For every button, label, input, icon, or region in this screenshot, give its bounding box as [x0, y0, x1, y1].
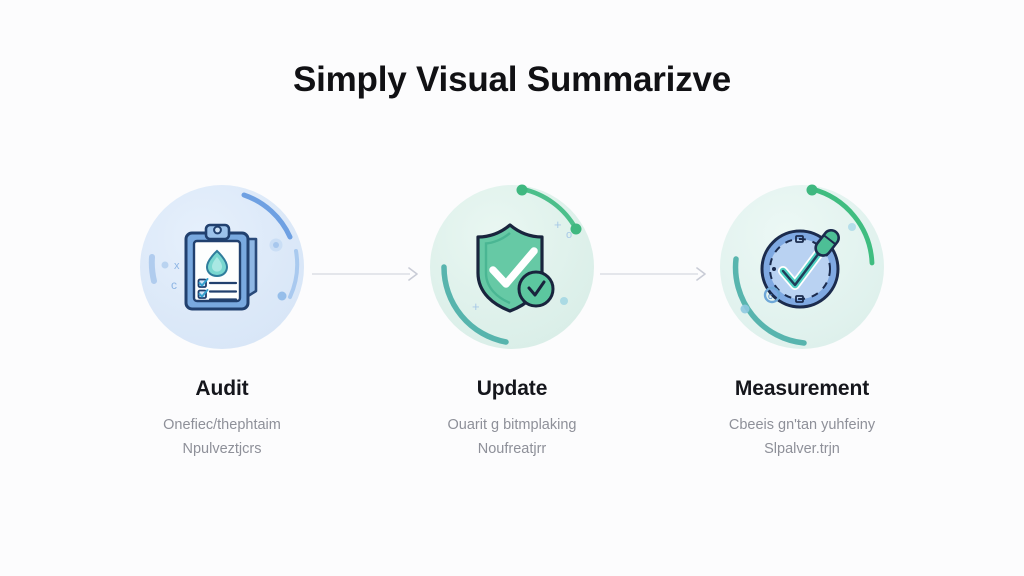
clipboard-checklist-icon	[170, 215, 274, 319]
svg-text:x: x	[174, 260, 180, 272]
step-update-badge: + o +	[430, 184, 594, 349]
step-measurement-desc-line1: Cbeeis gn'tan yuhfeiny	[728, 417, 876, 433]
step-audit[interactable]: x c	[77, 185, 367, 462]
gauge-check-icon: c	[750, 215, 854, 319]
page-title: Simply Visual Summarizve	[292, 60, 732, 99]
process-steps: x c	[0, 184, 1024, 485]
svg-text:c: c	[171, 278, 177, 292]
step-audit-description: Onefiec/thephtaim Npulveztjcrs	[97, 414, 347, 462]
step-measurement-description: Cbeeis gn'tan yuhfeiny Slpalver.trjn	[677, 414, 927, 462]
step-update-description: Ouarit g bitmplaking Noufreatjrr	[387, 414, 637, 462]
step-update[interactable]: + o + Update	[367, 184, 657, 462]
step-measurement-desc-line2: Slpalver.trjn	[764, 440, 840, 457]
step-update-title: Update	[476, 377, 548, 400]
step-measurement-title: Measurement	[734, 377, 870, 400]
decorative-arcs: x c	[148, 192, 300, 301]
step-measurement[interactable]: c Measurement Cbeeis gn'tan yuhfeiny Slp…	[657, 184, 947, 462]
step-update-desc-line2: Noufreatjrr	[477, 440, 547, 457]
shield-check-icon	[460, 215, 564, 319]
step-audit-desc-line1: Onefiec/thephtaim	[163, 417, 281, 433]
step-audit-badge: x c	[140, 185, 304, 349]
step-measurement-badge: c	[720, 184, 884, 349]
step-audit-title: Audit	[195, 377, 249, 400]
svg-text:c: c	[768, 291, 773, 301]
svg-text:o: o	[566, 229, 572, 241]
svg-text:+: +	[472, 299, 480, 314]
step-audit-desc-line2: Npulveztjcrs	[182, 440, 262, 457]
svg-text:+: +	[554, 217, 562, 232]
decorative-arcs	[732, 184, 875, 346]
decorative-arcs: + o +	[441, 184, 582, 345]
step-update-desc-line1: Ouarit g bitmplaking	[447, 417, 577, 433]
